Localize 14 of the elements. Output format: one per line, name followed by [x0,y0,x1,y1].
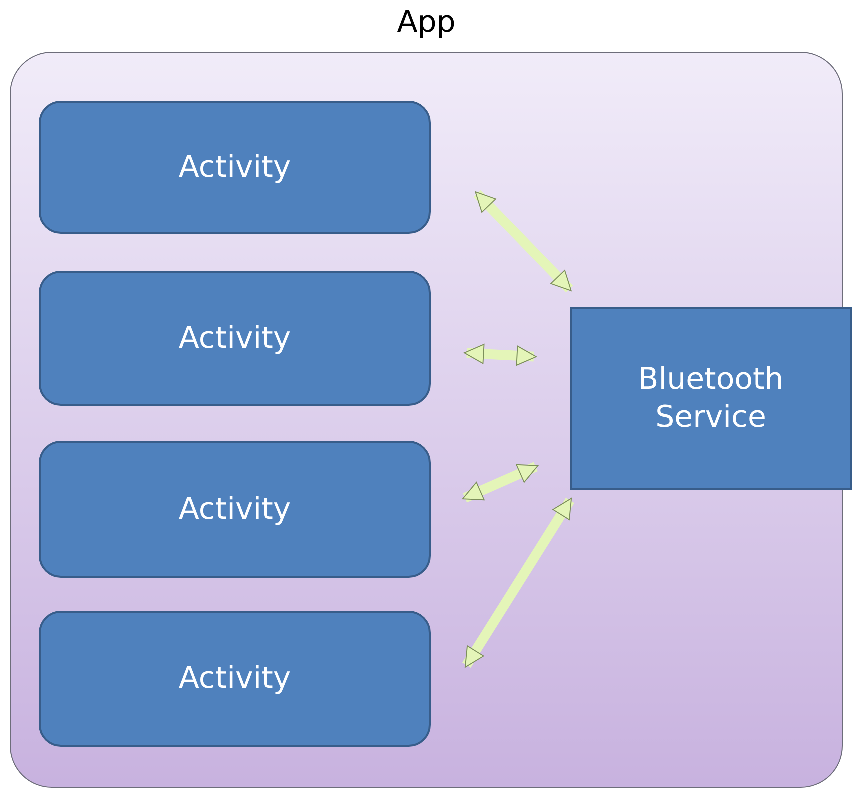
double-arrow [474,190,574,293]
box-label: Bluetooth Service [637,360,785,436]
double-arrow [462,498,575,668]
double-arrow [462,462,539,503]
box-label: Activity [178,320,292,358]
double-arrow [464,344,537,366]
box-label: Activity [178,490,292,528]
box-label: Activity [178,660,292,698]
box-label: Activity [178,148,292,186]
activity-box [39,271,431,406]
container-title: App [397,5,456,40]
activity-box [39,611,431,747]
activity-box [39,441,431,578]
activity-box [39,101,431,234]
